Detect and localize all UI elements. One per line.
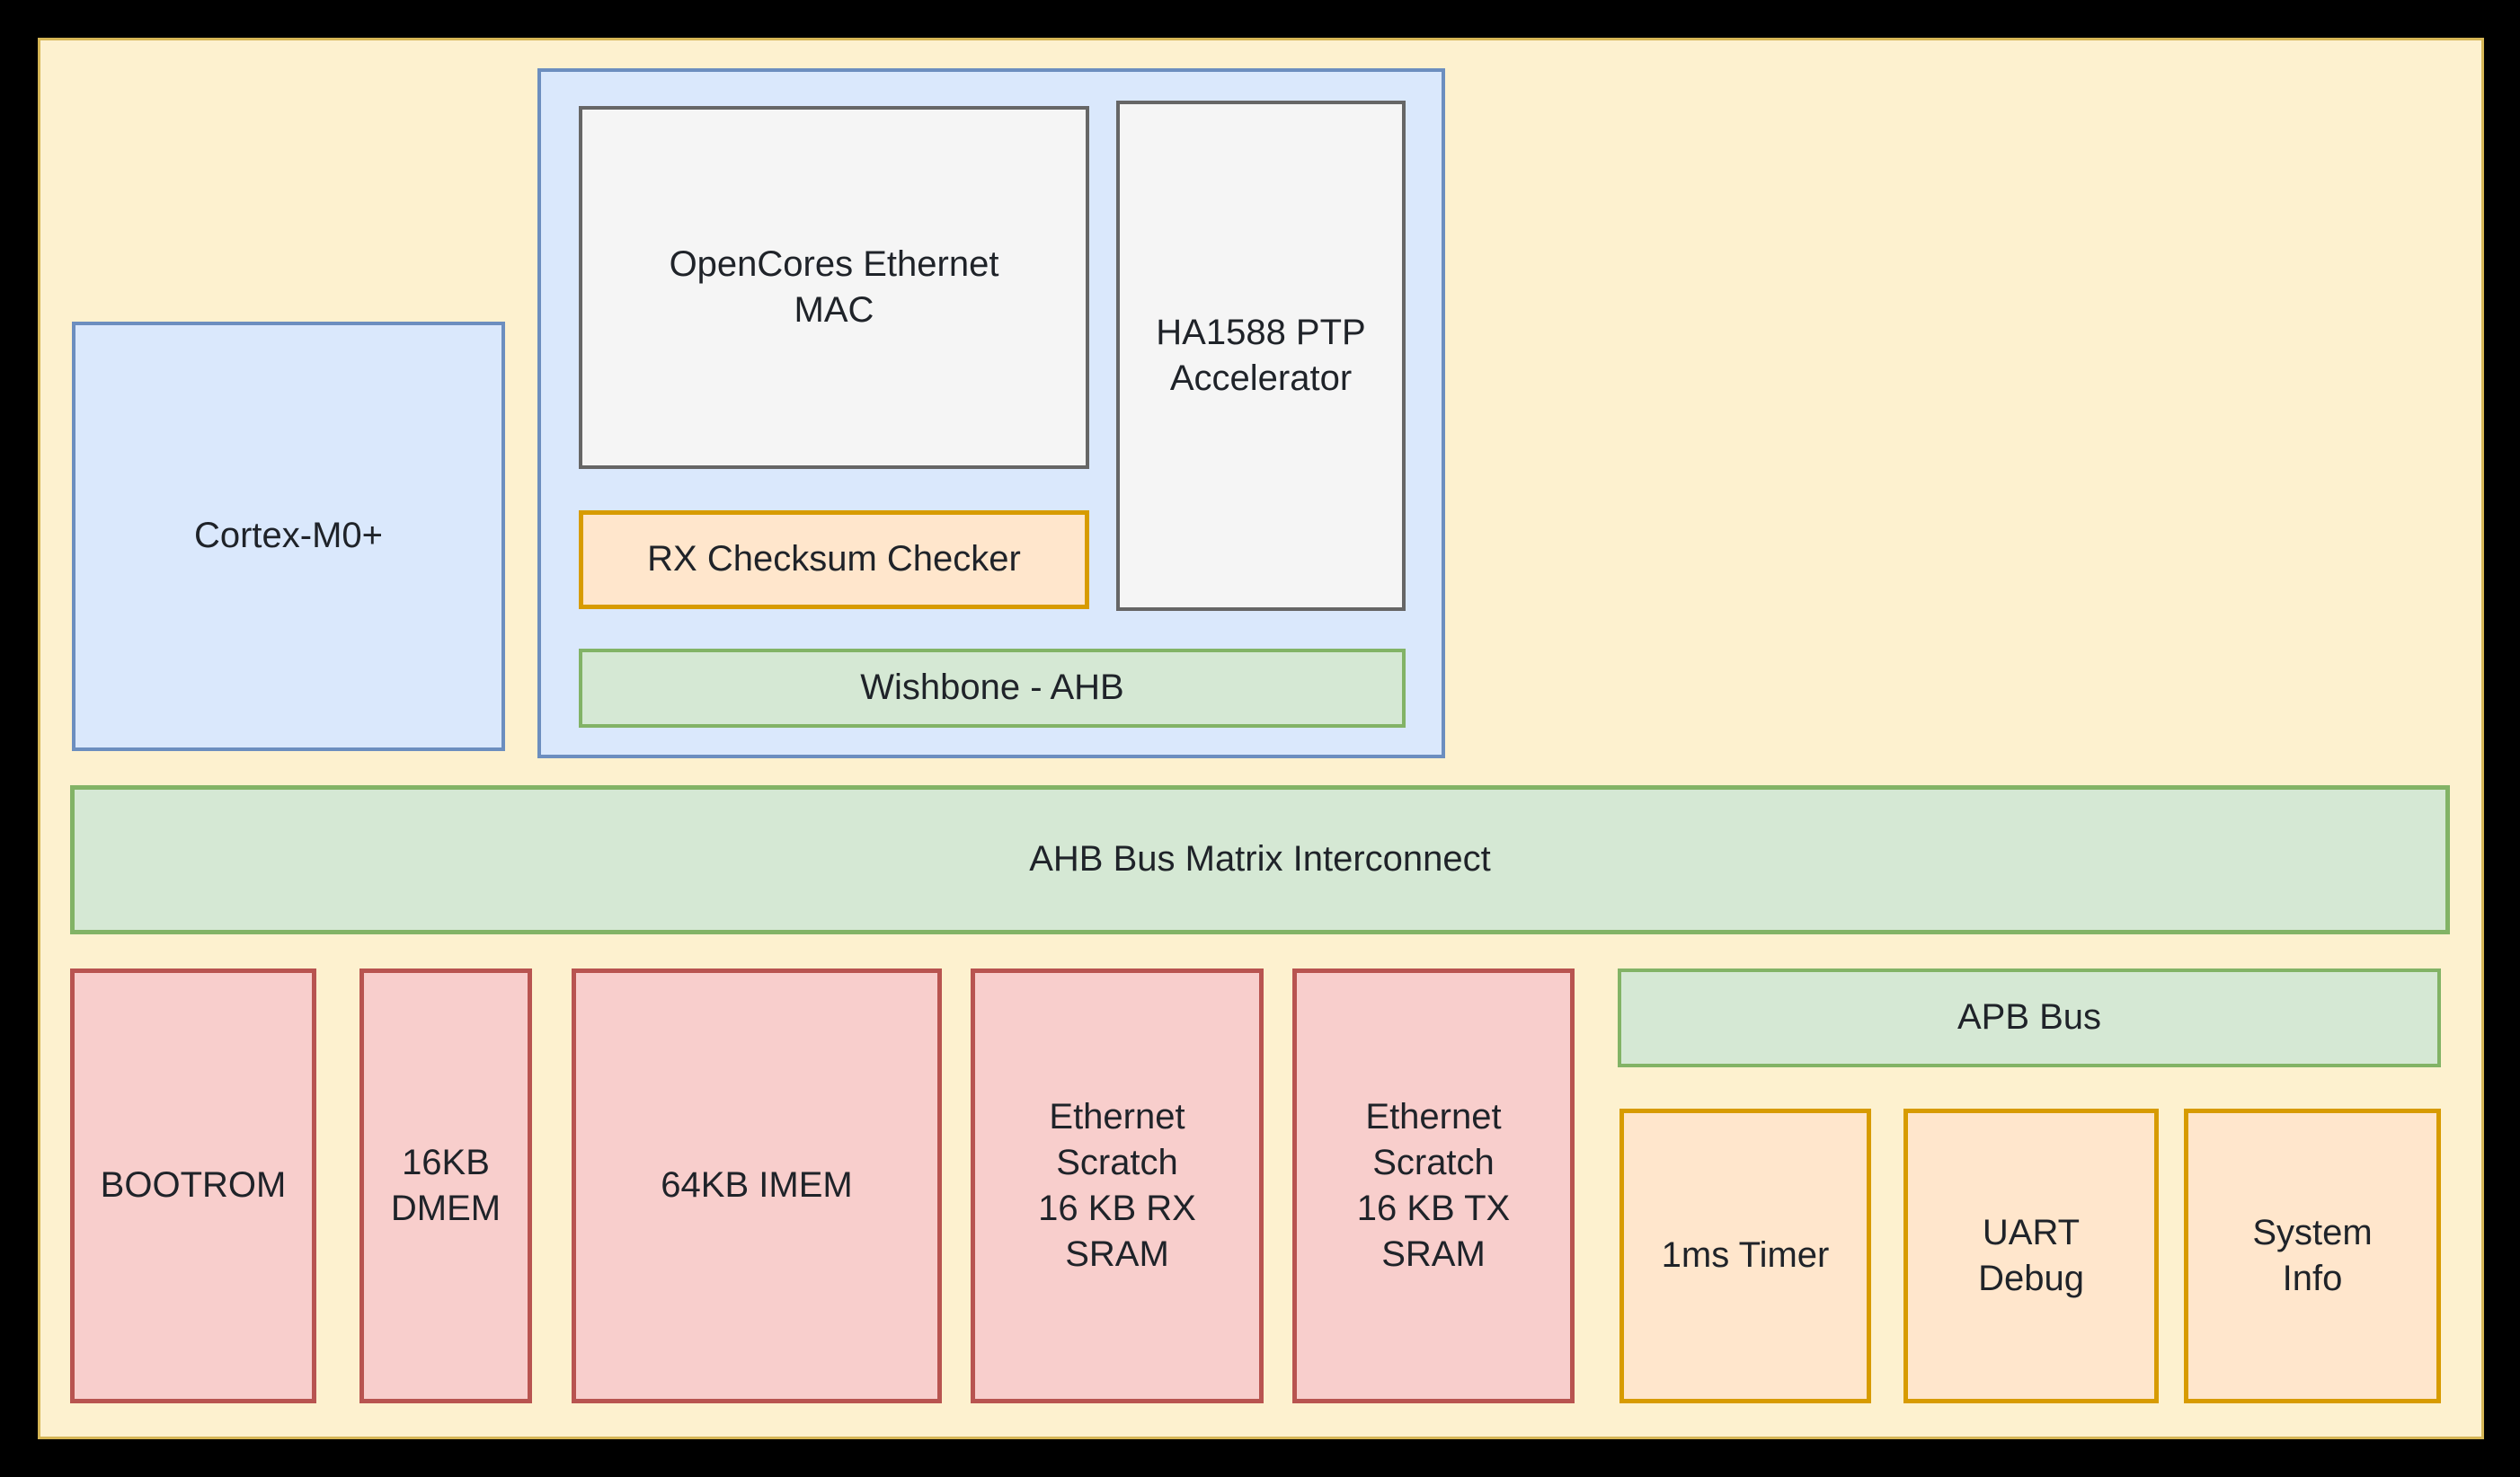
block-ethernet-scratch-rx-sram: Ethernet Scratch 16 KB RX SRAM [971, 968, 1264, 1403]
block-ha1588-ptp-accelerator: HA1588 PTP Accelerator [1116, 101, 1406, 611]
block-16kb-dmem: 16KB DMEM [359, 968, 532, 1403]
block-64kb-imem: 64KB IMEM [572, 968, 942, 1403]
block-uart-debug: UART Debug [1903, 1109, 2159, 1403]
block-bootrom: BOOTROM [70, 968, 316, 1403]
block-1ms-timer: 1ms Timer [1619, 1109, 1871, 1403]
block-wishbone-ahb-bridge: Wishbone - AHB [579, 649, 1406, 728]
block-ahb-bus-matrix-interconnect: AHB Bus Matrix Interconnect [70, 785, 2450, 934]
block-ethernet-scratch-tx-sram: Ethernet Scratch 16 KB TX SRAM [1292, 968, 1575, 1403]
block-rx-checksum-checker: RX Checksum Checker [579, 510, 1089, 609]
block-opencores-ethernet-mac: OpenCores Ethernet MAC [579, 106, 1089, 469]
block-apb-bus: APB Bus [1618, 968, 2441, 1067]
block-system-info: System Info [2184, 1109, 2441, 1403]
block-cortex-m0-plus: Cortex-M0+ [72, 322, 505, 751]
